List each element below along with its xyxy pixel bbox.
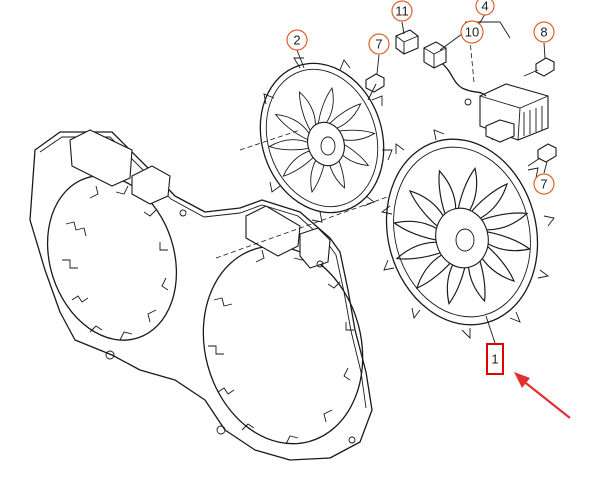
connector-10 [423,41,447,69]
callout-2: 2 [286,29,308,69]
fan-shroud [29,129,373,461]
callout-11: 11 [391,0,413,35]
callout-11-label: 11 [395,4,409,19]
callout-4-label: 4 [481,0,488,14]
callout-7-upper-label: 7 [375,37,382,52]
callout-10: 10 [439,20,484,51]
callout-8: 8 [533,21,555,59]
bolt-7-lower [527,143,557,167]
callout-7-lower-label: 7 [540,177,547,192]
bolt-8 [523,57,555,77]
callout-8-label: 8 [540,25,547,40]
callout-7-lower: 7 [533,161,555,195]
callout-10-label: 10 [465,25,479,40]
highlight-part-1: 1 [485,315,504,375]
connector-11 [395,29,419,55]
assembly-guide-lines [215,39,475,259]
callout-7-upper: 7 [368,33,390,75]
callout-2-label: 2 [293,33,300,48]
bolt-7-upper [365,73,385,101]
highlight-label: 1 [491,352,498,367]
red-pointer-arrow-icon [514,372,571,419]
control-module [439,61,549,143]
highlight-box [486,343,504,375]
small-fan [259,57,393,223]
large-fan [380,129,555,340]
